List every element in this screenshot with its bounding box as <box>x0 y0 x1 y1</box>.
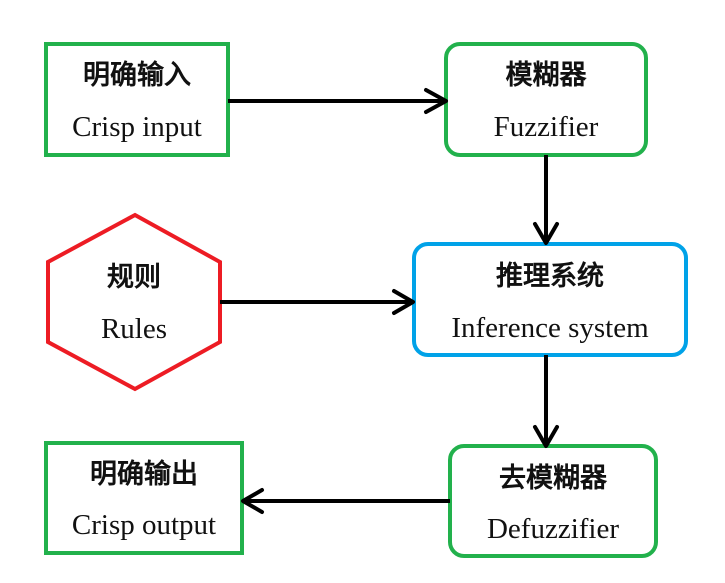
node-crisp-input: 明确输入 Crisp input <box>44 42 230 157</box>
defuzzifier-label-en: Defuzzifier <box>487 513 619 545</box>
node-defuzzifier: 去模糊器 Defuzzifier <box>448 444 658 558</box>
crisp-input-box <box>44 42 230 157</box>
inference-system-box <box>412 242 688 357</box>
crisp-input-label-en: Crisp input <box>72 111 202 143</box>
node-fuzzifier: 模糊器 Fuzzifier <box>444 42 648 157</box>
rules-hexagon <box>46 212 222 392</box>
crisp-output-box <box>44 441 244 555</box>
arrow-rules-to-inference <box>220 289 415 315</box>
arrow-input-to-fuzzifier <box>228 88 448 114</box>
crisp-output-label-zh: 明确输出 <box>90 458 198 490</box>
arrow-defuzzifier-to-output <box>241 488 450 514</box>
arrow-fuzzifier-to-inference <box>533 155 559 245</box>
crisp-output-label-en: Crisp output <box>72 509 216 541</box>
rules-label-zh: 规则 <box>107 262 161 293</box>
crisp-input-label-zh: 明确输入 <box>83 59 191 91</box>
node-crisp-output: 明确输出 Crisp output <box>44 441 244 555</box>
defuzzifier-label-zh: 去模糊器 <box>499 463 608 494</box>
inference-system-label-zh: 推理系统 <box>496 260 604 292</box>
node-inference-system: 推理系统 Inference system <box>412 242 688 357</box>
inference-system-label-en: Inference system <box>451 312 649 344</box>
node-rules: 规则 Rules <box>46 212 222 392</box>
rules-label-en: Rules <box>101 313 167 345</box>
fuzzifier-label-zh: 模糊器 <box>506 60 588 91</box>
arrow-inference-to-defuzzifier <box>533 355 559 448</box>
fuzzifier-label-en: Fuzzifier <box>494 111 599 143</box>
